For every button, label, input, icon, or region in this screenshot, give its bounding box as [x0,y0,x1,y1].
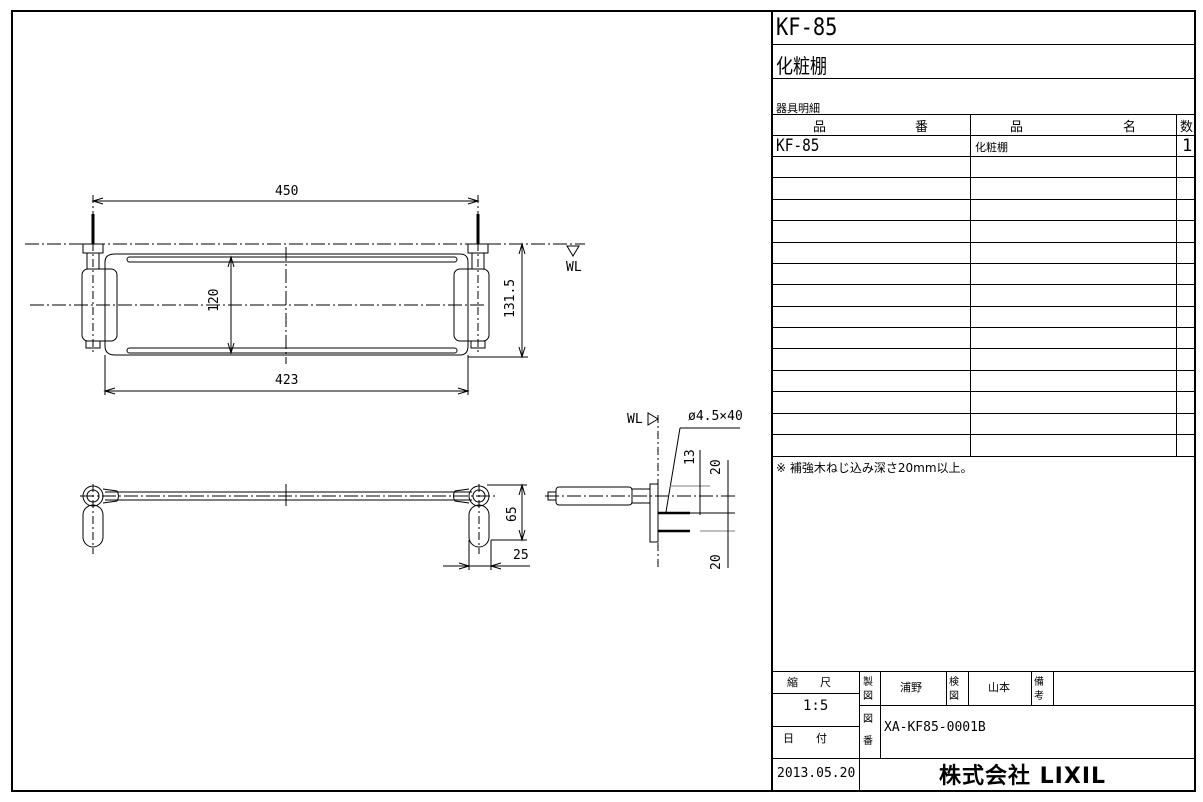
scale-label: 縮 尺 [787,676,831,689]
date-value: 2013.05.20 [777,766,856,781]
title-block: KF-85 化粧棚 器具明細 品 番 品 名 数 KF-85 化粧棚 1 ※ 補… [771,10,1196,792]
side-view [545,412,740,568]
wl-triangle-icon [566,245,580,257]
parts-list-title: 器具明細 [776,102,820,115]
wl-label: WL [566,260,582,275]
dim-inner-width: 423 [275,373,299,388]
scale-value: 1:5 [803,698,829,714]
part-no-cell: KF-85 [776,136,820,156]
qty-cell: 1 [1182,136,1193,156]
drawing-number: XA-KF85-0001B [884,720,986,735]
remarks-label-a: 備 [1034,677,1044,688]
checked-label-a: 検 [949,677,959,688]
header-qty: 数 [1180,120,1194,135]
top-view [80,483,530,570]
screw-spec: ø4.5×40 [688,409,743,424]
drawing-no-label-a: 図 [863,714,873,725]
drawing-no-label-b: 番 [863,736,873,747]
front-view [25,195,585,395]
model-number: KF-85 [776,13,838,41]
header-part-no-a: 品 [813,120,827,135]
remarks-label-b: 考 [1034,691,1044,702]
dim-bracket-offset: 25 [513,548,529,563]
side-wl-label: WL [627,412,643,427]
date-label: 日 付 [783,732,827,745]
header-part-no-b: 番 [915,120,929,135]
dim-20-bottom: 20 [709,554,724,570]
install-note: ※ 補強木ねじ込み深さ20mm以上。 [776,461,973,475]
dim-13: 13 [683,449,698,465]
drawn-label-a: 製 [863,677,873,688]
header-part-name-a: 品 [1010,120,1024,135]
drawing-sheet-border [11,10,1196,792]
drawn-label-b: 図 [863,691,873,702]
dim-bracket-height: 65 [505,506,520,522]
company-name: 株式会社 LIXIL [939,764,1107,789]
dim-depth: 120 [207,288,222,312]
product-name: 化粧棚 [776,54,827,78]
dim-20-top: 20 [709,459,724,475]
checked-label-b: 図 [949,691,959,702]
header-part-name-b: 名 [1123,120,1137,135]
checked-by: 山本 [988,681,1010,694]
part-name-cell: 化粧棚 [975,141,1008,154]
dim-overall-width: 450 [275,184,299,199]
dim-height-from-wl: 131.5 [503,278,518,318]
drawn-by: 浦野 [900,681,922,694]
